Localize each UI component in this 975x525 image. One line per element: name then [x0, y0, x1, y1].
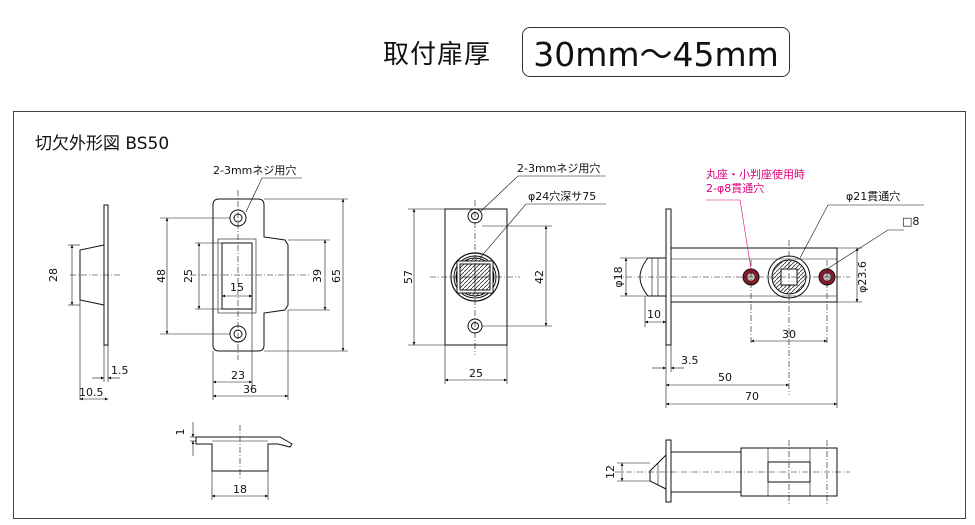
side-dim-10-5: 10.5 — [79, 386, 104, 399]
latch-dim-57: 57 — [402, 270, 415, 284]
latch-dim-70: 70 — [745, 390, 759, 403]
latch-dim-50: 50 — [718, 371, 732, 384]
latch-dim-42: 42 — [533, 270, 546, 284]
strike-screw-note: 2-3mmネジ用穴 — [213, 163, 296, 177]
strike-bottom-view — [190, 422, 293, 500]
strike-dim-15: 15 — [230, 281, 244, 294]
latch-pink-note-1: 丸座・小判座使用時 — [706, 167, 805, 181]
latch-bottom-view — [615, 439, 850, 505]
latch-dim-25: 25 — [469, 367, 483, 380]
latch-bottom-dim-12: 12 — [604, 465, 617, 479]
panel-title: 切欠外形図 BS50 — [35, 134, 170, 154]
strike-side-view — [68, 204, 120, 401]
door-thickness-value: 30mm～45mm — [522, 27, 790, 77]
strike-front-view — [160, 177, 348, 400]
latch-side-view — [615, 199, 924, 408]
strike-dim-23: 23 — [231, 369, 245, 382]
strike-bottom-dim-1: 1 — [174, 429, 187, 436]
door-thickness-label: 取付扉厚 — [383, 40, 492, 70]
latch-screw-note: 2-3mmネジ用穴 — [517, 161, 600, 175]
strike-dim-65: 65 — [330, 269, 343, 283]
cutout-panel — [13, 111, 966, 519]
strike-bottom-dim-18: 18 — [233, 483, 247, 496]
latch-square-8: □8 — [902, 215, 919, 228]
side-dim-1-5: 1.5 — [111, 364, 129, 377]
latch-dim-10: 10 — [647, 308, 661, 321]
latch-dim-phi23-6: φ23.6 — [856, 261, 869, 293]
strike-dim-25: 25 — [182, 269, 195, 283]
strike-dim-36: 36 — [243, 383, 257, 396]
side-dim-28: 28 — [47, 268, 60, 282]
latch-dim-30: 30 — [782, 328, 796, 341]
strike-dim-48: 48 — [155, 269, 168, 283]
latch-front-view — [408, 175, 606, 384]
strike-dim-39: 39 — [311, 269, 324, 283]
latch-dim-phi18: φ18 — [612, 266, 625, 287]
latch-through-hole-note: φ21貫通穴 — [846, 189, 900, 203]
latch-pink-note-2: 2-φ8貫通穴 — [706, 181, 764, 195]
latch-hole-note: φ24穴深サ75 — [528, 189, 596, 203]
latch-dim-3-5: 3.5 — [681, 354, 699, 367]
